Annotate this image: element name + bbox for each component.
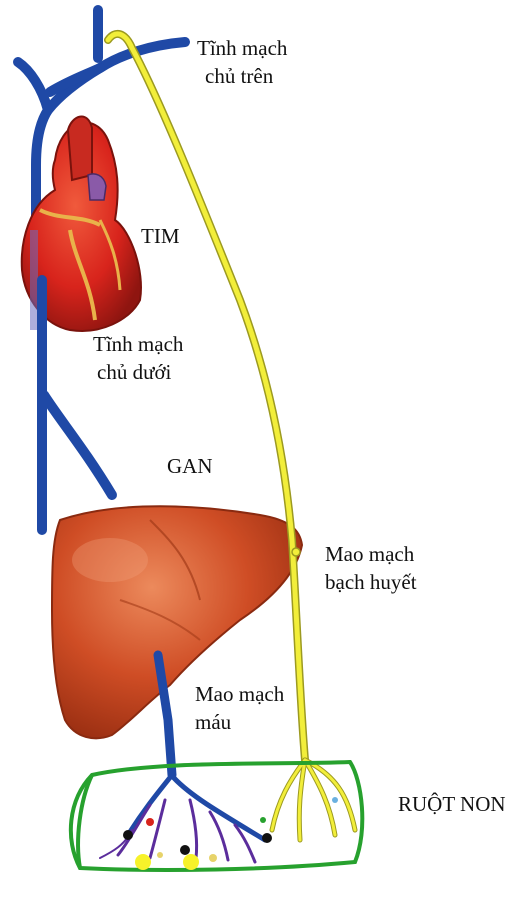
label-small-intestine: RUỘT NON: [398, 790, 506, 818]
label-lymph-capillary: Mao mạch bạch huyết: [325, 540, 417, 597]
label-blood-capillary: Mao mạch máu: [195, 680, 284, 737]
label-blood-line1: Mao mạch: [195, 680, 284, 708]
label-ivc-line1: Tĩnh mạch: [93, 330, 183, 358]
label-ivc-line2: chủ dưới: [93, 358, 183, 386]
label-blood-line2: máu: [195, 708, 284, 736]
label-lymph-line2: bạch huyết: [325, 568, 417, 596]
small-intestine: [71, 762, 362, 870]
label-lymph-line1: Mao mạch: [325, 540, 417, 568]
label-inferior-vena-cava: Tĩnh mạch chủ dưới: [93, 330, 183, 387]
label-svc-line1: Tĩnh mạch: [197, 34, 287, 62]
label-superior-vena-cava: Tĩnh mạch chủ trên: [197, 34, 287, 91]
label-liver: GAN: [167, 452, 213, 480]
label-svc-line2: chủ trên: [197, 62, 287, 90]
label-heart: TIM: [141, 222, 180, 250]
